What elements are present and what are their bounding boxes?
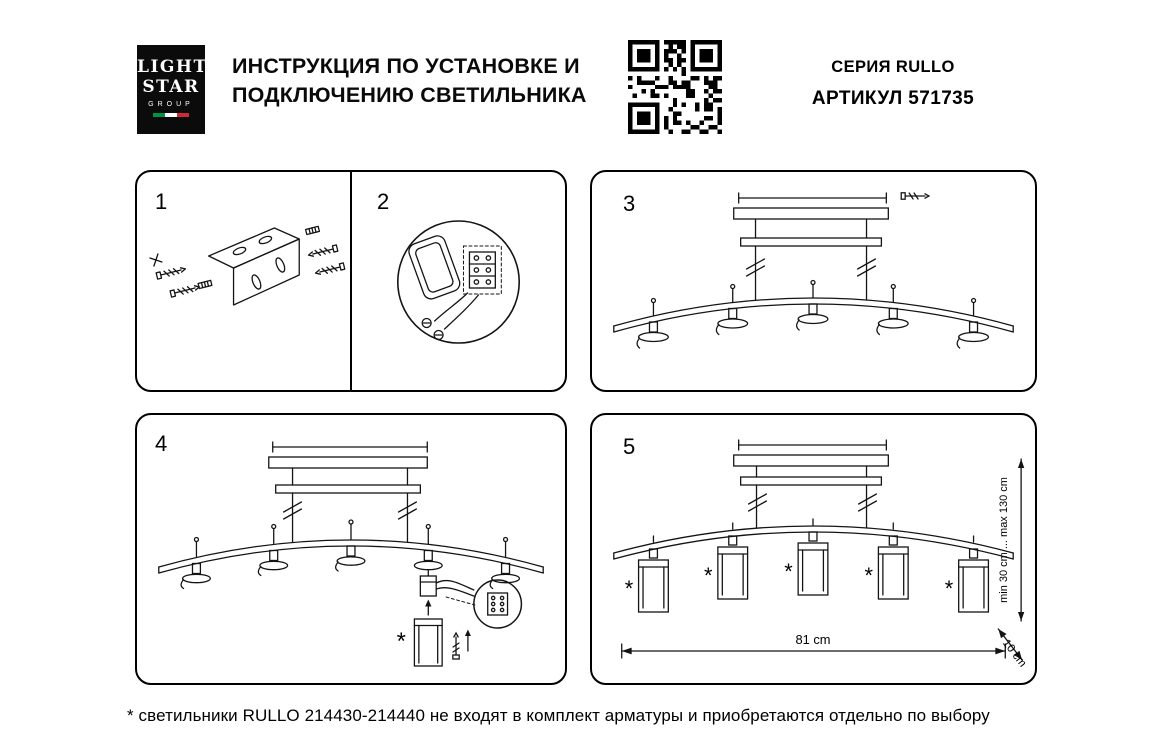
footnote: * светильники RULLO 214430-214440 не вхо… <box>127 706 990 725</box>
logo-text-group: GROUP <box>148 101 194 108</box>
series-label: СЕРИЯ RULLO <box>831 58 955 76</box>
step-number-4: 4 <box>155 431 168 456</box>
lamp-asterisk: * <box>945 576 954 601</box>
ceiling-strap <box>738 192 887 204</box>
junction-box <box>408 235 461 300</box>
panel-step-4: 4 <box>135 413 567 685</box>
screw-icon <box>155 244 346 298</box>
up-arrow-icon <box>464 629 471 652</box>
title-line-2: ПОДКЛЮЧЕНИЮ СВЕТИЛЬНИКА <box>232 83 587 107</box>
arrow-diag-up-icon <box>998 629 1007 639</box>
lamp-asterisk: * <box>704 563 713 588</box>
lamp-shade <box>413 618 443 667</box>
panel-step-3: 3 <box>590 170 1037 392</box>
dim-height-label: min 30 cm ... max 130 cm <box>998 477 1010 603</box>
curved-rail <box>613 518 1014 560</box>
logo-text-light: LIGHT <box>137 57 208 77</box>
page-title: ИНСТРУКЦИЯ ПО УСТАНОВКЕ И ПОДКЛЮЧЕНИЮ СВ… <box>232 52 587 110</box>
article-label: АРТИКУЛ 571735 <box>811 88 975 109</box>
step-1: 1 <box>137 172 350 390</box>
lamp-shades <box>637 531 990 613</box>
lamp-asterisk: * <box>784 559 793 584</box>
screw-icon <box>452 631 460 660</box>
lamp-mounts <box>180 519 521 590</box>
italy-flag-icon <box>153 113 189 117</box>
screw-icon <box>900 192 931 200</box>
suspension-rods <box>282 492 418 543</box>
dim-depth-label: 10 cm <box>1000 637 1029 669</box>
terminal-block <box>462 245 502 295</box>
ceiling-bar <box>733 454 889 486</box>
ceiling-bar <box>268 456 428 494</box>
terminal-detail-circle <box>473 579 523 629</box>
suspension-rods <box>747 484 878 529</box>
wires <box>433 292 480 330</box>
panel-steps-1-2: 1 <box>135 170 567 392</box>
lamp-holder-detail <box>419 569 476 606</box>
arrow-diag-down-icon <box>1013 650 1023 660</box>
qr-code-pattern <box>628 40 722 134</box>
step-2-illustration <box>396 220 521 344</box>
screw-head-icon <box>421 317 444 341</box>
step-5-illustration: * * * * * 81 cm min 30 cm ... max 130 cm… <box>613 439 1029 670</box>
arrow-left-icon <box>621 647 632 655</box>
step-number-3: 3 <box>623 191 636 216</box>
step-number-5: 5 <box>623 434 636 459</box>
step-number-2: 2 <box>377 189 390 214</box>
lamp-asterisk: * <box>625 576 634 601</box>
ceiling-strap <box>738 439 887 451</box>
attach-arrow-icon <box>425 599 432 616</box>
lamp-asterisk: * <box>865 563 874 588</box>
step-number-1: 1 <box>155 189 168 214</box>
qr-code <box>628 40 722 134</box>
lamp-asterisk: * <box>397 628 406 655</box>
lamp-mounts <box>636 279 990 349</box>
dim-width-label: 81 cm <box>795 632 830 647</box>
panel-step-5: 5 <box>590 413 1037 685</box>
lightstar-logo: LIGHT STAR GROUP <box>137 45 208 134</box>
arrow-right-icon <box>995 647 1006 655</box>
step-2: 2 <box>350 172 565 390</box>
suspension-rods <box>745 245 877 301</box>
step-3-illustration <box>613 192 1014 349</box>
title-line-1: ИНСТРУКЦИЯ ПО УСТАНОВКЕ И <box>232 54 580 78</box>
logo-text-star: STAR <box>142 77 200 97</box>
detail-circle <box>396 220 521 344</box>
ceiling-bar <box>733 207 889 247</box>
ceiling-strap <box>272 441 428 453</box>
step-1-illustration <box>149 225 346 306</box>
cross-screwdriver-icon <box>149 253 163 267</box>
step-4-illustration: * <box>158 441 544 667</box>
product-info: СЕРИЯ RULLO АРТИКУЛ 571735 <box>773 58 1013 110</box>
arrow-down-icon <box>1017 612 1025 621</box>
mounting-bracket <box>208 227 300 306</box>
arrow-up-icon <box>1017 459 1025 468</box>
